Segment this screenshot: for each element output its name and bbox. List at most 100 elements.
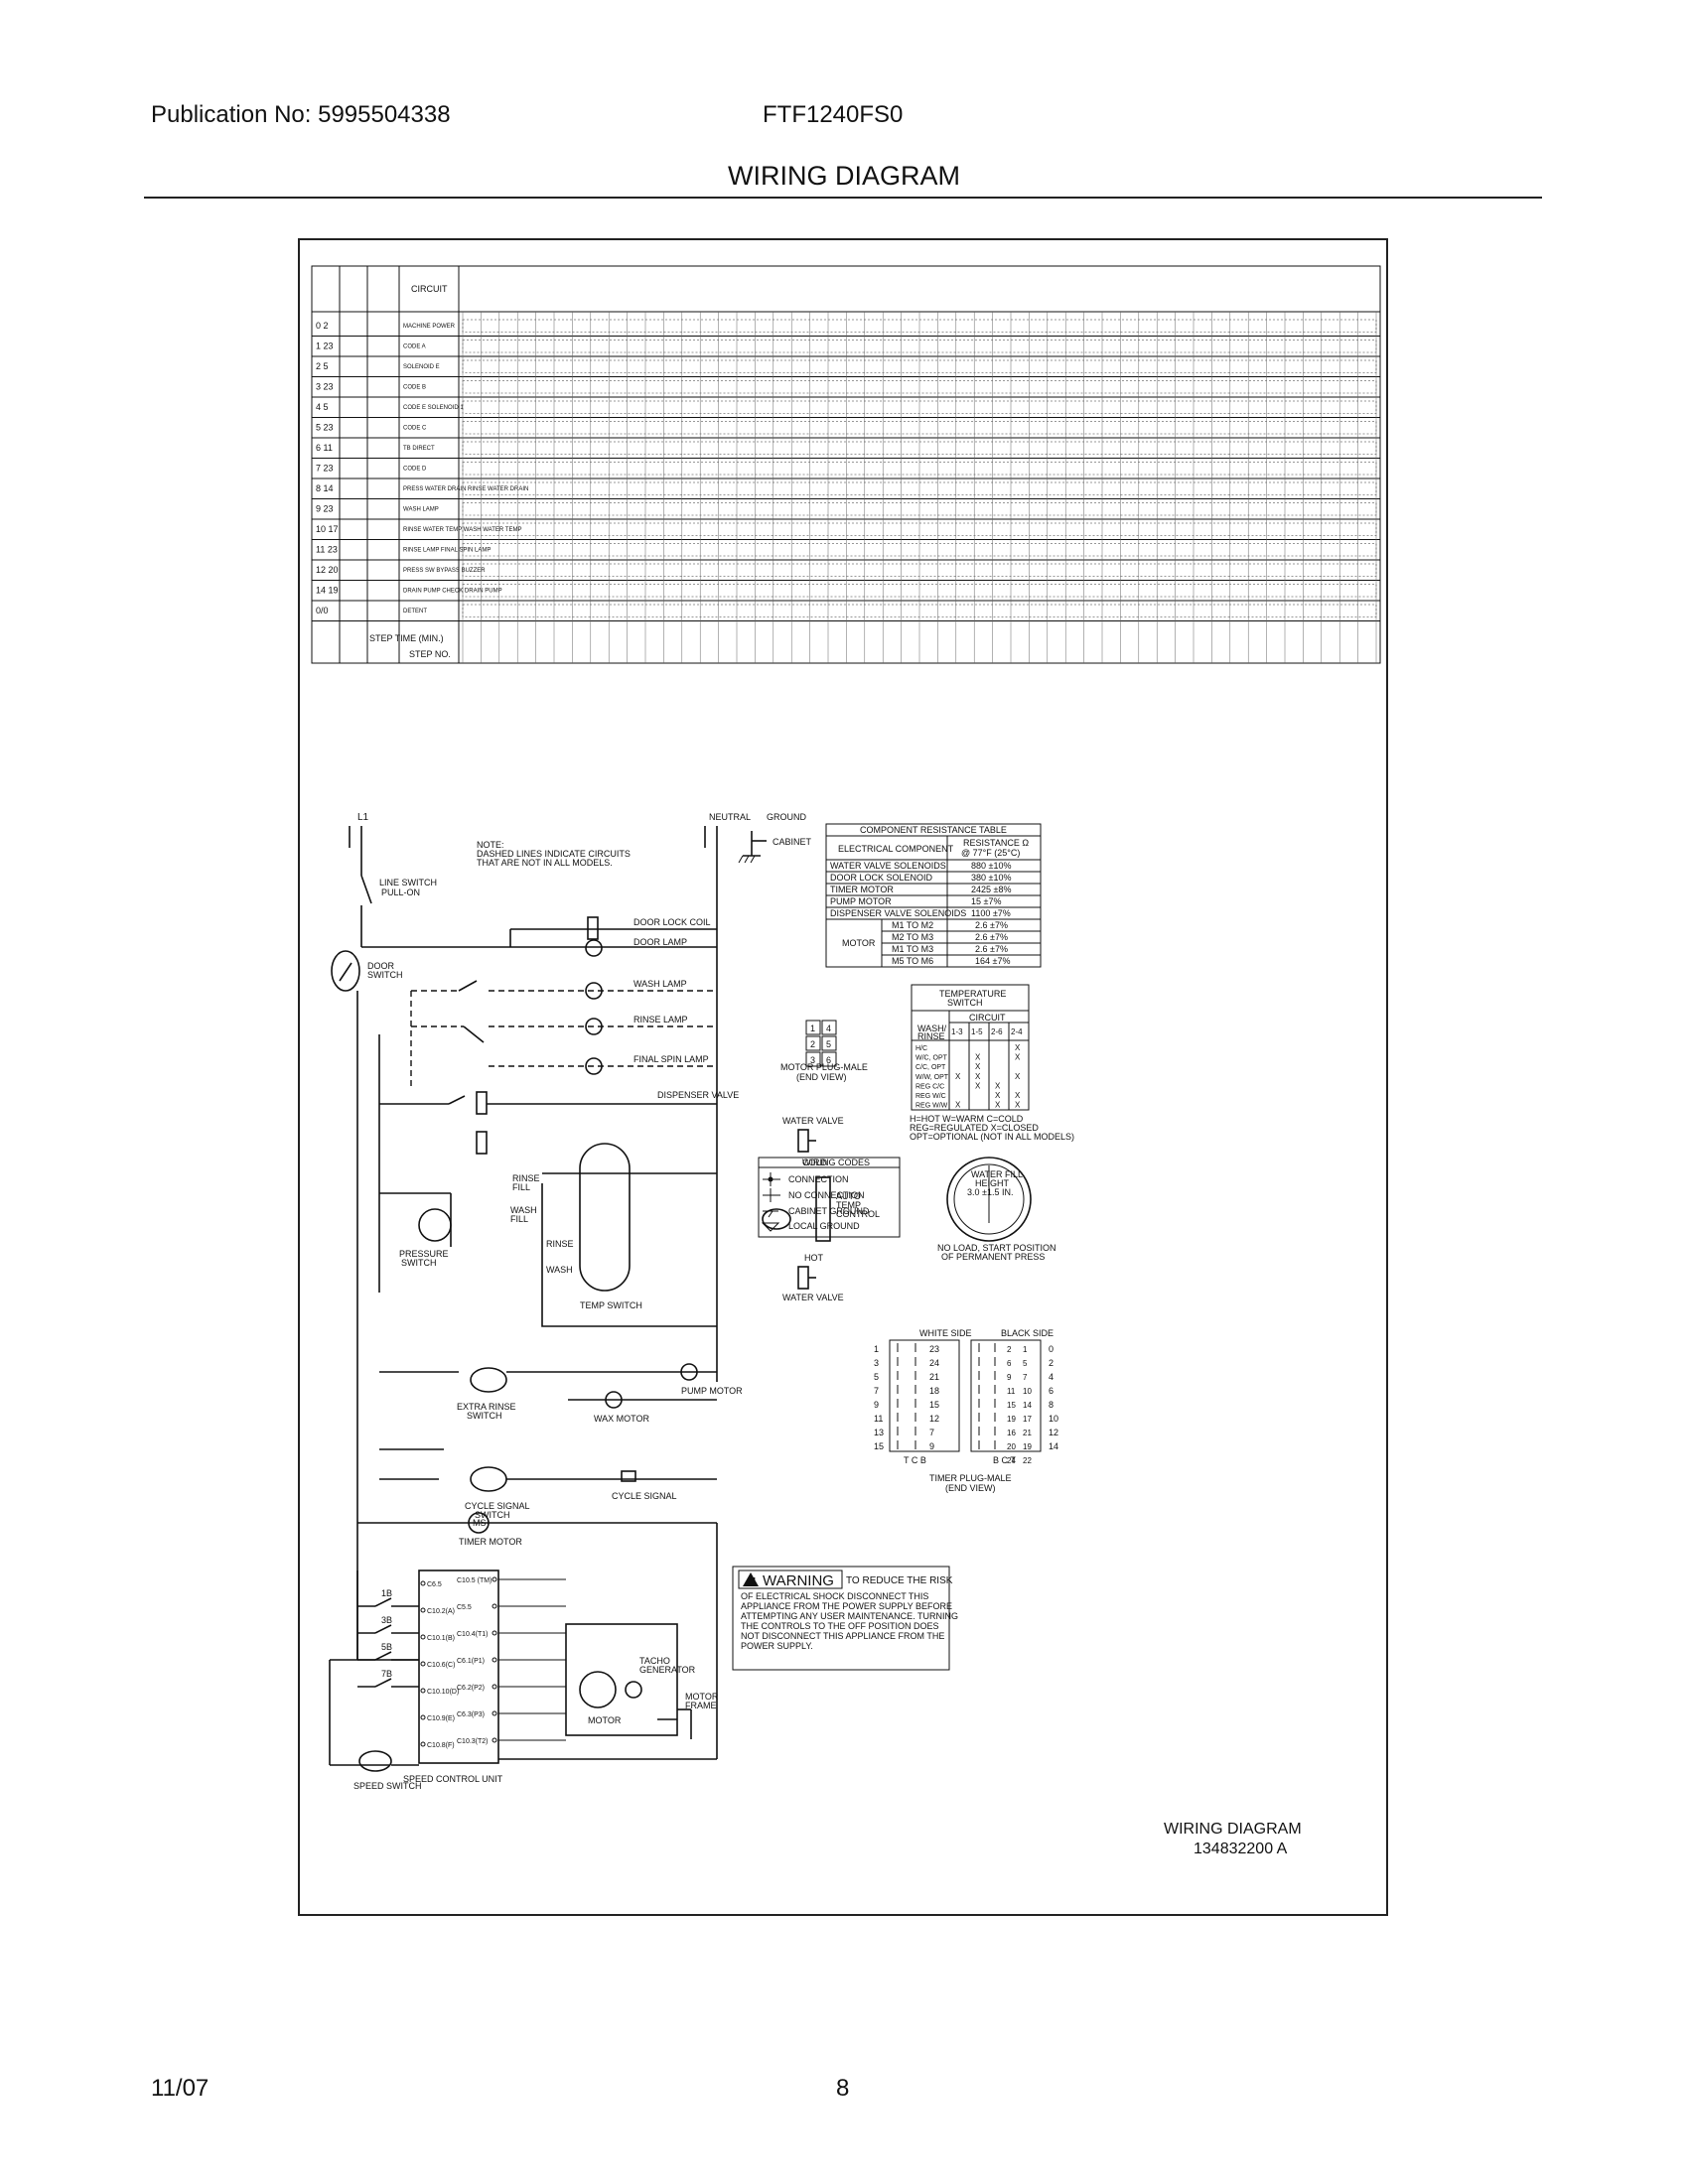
scu-right-pin: C10.4(T1) [457, 1631, 489, 1638]
timer-plug-black-pin: 1 [1023, 1345, 1028, 1354]
cabinet-label: CABINET [773, 837, 812, 847]
model-number: FTF1240FS0 [763, 101, 904, 128]
chart-row-number: 1 23 [316, 341, 334, 351]
chart-row-label: DETENT [403, 609, 427, 614]
speed-control-pins: C6.5C10.2(A)C10.1(B)C10.6(C)C10.10(D)C10… [357, 1576, 566, 1749]
white-side-label: WHITE SIDE [919, 1328, 972, 1338]
temp-row-mark: X [975, 1062, 981, 1071]
timer-plug-black-pin: 19 [1023, 1442, 1032, 1451]
timer-plug-white-pin: 7 [929, 1428, 934, 1437]
scu-right-pin: C6.2(P2) [457, 1685, 485, 1692]
pressure-switch-label: PRESSURE [399, 1249, 449, 1259]
resistance-motor-pair: M5 TO M6 [892, 956, 933, 966]
timer-plug-label: TIMER PLUG-MALE [929, 1473, 1012, 1483]
tacho-label: TACHO [639, 1656, 670, 1666]
motor-plug-pin: 6 [826, 1055, 831, 1065]
extra-rinse-label-2: SWITCH [467, 1411, 502, 1421]
timer-plug-black-pin: 6 [1007, 1359, 1012, 1368]
resistance-component: DOOR LOCK SOLENOID [830, 873, 933, 883]
water-fill-caption-1: NO LOAD, START POSITION [937, 1243, 1056, 1253]
resistance-motor-label: MOTOR [842, 938, 876, 948]
pressure-switch-label-2: SWITCH [401, 1258, 437, 1268]
motor-label: MOTOR [588, 1715, 622, 1725]
temp-legend-3: OPT=OPTIONAL (NOT IN ALL MODELS) [910, 1132, 1074, 1142]
temp-table-circuit: CIRCUIT [969, 1013, 1006, 1023]
temp-row-mark: X [1015, 1072, 1021, 1081]
cycle-signal-switch-label-2: SWITCH [475, 1510, 510, 1520]
timer-plug-white-pin: 21 [929, 1372, 939, 1382]
chart-row-label: CODE B [403, 385, 426, 391]
temp-row-mark: X [995, 1081, 1001, 1090]
chart-row-number: 0/0 [316, 606, 329, 615]
motor-frame-label: MOTOR [685, 1692, 719, 1702]
timer-plug-black-pin: 22 [1023, 1456, 1032, 1465]
warning-line-1: OF ELECTRICAL SHOCK DISCONNECT THIS [741, 1591, 928, 1601]
timer-plug-right-num: 4 [1049, 1372, 1054, 1382]
temp-row-mark: X [1015, 1053, 1021, 1062]
scu-right-pin: C5.5 [457, 1604, 472, 1611]
temp-legend-2: REG=REGULATED X=CLOSED [910, 1123, 1039, 1133]
water-valve-hot-label: WATER VALVE [782, 1293, 844, 1302]
rinse-fill-label-b: RINSE [546, 1239, 574, 1249]
note-line-1: NOTE: [477, 840, 504, 850]
temp-row-mark: X [975, 1053, 981, 1062]
temp-row-mark: X [995, 1091, 1001, 1100]
resistance-col-value: RESISTANCE Ω [963, 838, 1029, 848]
chart-row-label: CODE C [403, 426, 427, 432]
temp-row-mark: X [975, 1072, 981, 1081]
diagram-id-name: WIRING DIAGRAM [1164, 1821, 1302, 1838]
rinse-fill-label-2: FILL [512, 1182, 530, 1192]
svg-text:!: ! [753, 1576, 756, 1587]
tacho-label-2: GENERATOR [639, 1665, 696, 1675]
warning-lead: TO REDUCE THE RISK [846, 1575, 953, 1586]
warning-line-5: NOT DISCONNECT THIS APPLIANCE FROM THE [741, 1631, 944, 1641]
water-fill-gauge: WATER FILL HEIGHT 3.0 ±1.5 IN. NO LOAD, … [937, 1157, 1056, 1262]
warning-line-3: ATTEMPTING ANY USER MAINTENANCE. TURNING [741, 1611, 958, 1621]
contact-label: 3B [381, 1615, 392, 1625]
resistance-component: PUMP MOTOR [830, 896, 892, 906]
timer-plug-right-num: 6 [1049, 1386, 1054, 1396]
line-switch-label: LINE SWITCH [379, 878, 437, 887]
code-local-ground: LOCAL GROUND [788, 1221, 860, 1231]
scu-left-pin: C10.1(B) [427, 1635, 455, 1642]
motor-plug-pin: 5 [826, 1039, 831, 1049]
temp-row-mark: X [1015, 1101, 1021, 1110]
cycle-signal-label: CYCLE SIGNAL [612, 1491, 677, 1501]
l1-label: L1 [357, 812, 369, 823]
dispenser-valve-label: DISPENSER VALVE [657, 1090, 739, 1100]
timer-plug-black-pin: 20 [1007, 1442, 1016, 1451]
motor-frame-label-2: FRAME [685, 1701, 717, 1710]
cold-label: COLD [802, 1158, 828, 1167]
resistance-motor-value: 2.6 ±7% [975, 944, 1008, 954]
chart-row-label: SOLENOID E [403, 364, 440, 370]
timer-plug-white-pin: 18 [929, 1386, 939, 1396]
resistance-component: WATER VALVE SOLENOIDS [830, 861, 946, 871]
timer-plug-left-num: 11 [874, 1414, 883, 1424]
resistance-motor-value: 2.6 ±7% [975, 932, 1008, 942]
temp-row-label: REG W/C [915, 1093, 946, 1100]
timer-plug-white-pin: 15 [929, 1400, 939, 1410]
temp-row-mark: X [975, 1081, 981, 1090]
timer-plug-black-pin: 14 [1023, 1401, 1032, 1410]
cycle-signal-switch-label: CYCLE SIGNAL [465, 1501, 530, 1511]
timer-plug-black-pin: 5 [1023, 1359, 1028, 1368]
temp-table-title-2: SWITCH [947, 998, 983, 1008]
wash-fill-label-2: FILL [510, 1214, 528, 1224]
water-fill-label-3: 3.0 ±1.5 IN. [967, 1187, 1013, 1197]
resistance-col-component: ELECTRICAL COMPONENT [838, 844, 954, 854]
code-connection: CONNECTION [788, 1174, 849, 1184]
chart-row-label: RINSE LAMP FINAL SPIN LAMP [403, 548, 491, 554]
timer-plug-left-num: 3 [874, 1358, 879, 1368]
timer-plug-right-num: 8 [1049, 1400, 1054, 1410]
step-time-label: STEP TIME (MIN.) [369, 633, 444, 643]
temp-row-mark: X [955, 1101, 961, 1110]
temp-row-label: C/C, OPT [915, 1064, 946, 1071]
rinse-lamp-label: RINSE LAMP [633, 1015, 688, 1024]
temp-col-header: 1-5 [971, 1027, 983, 1036]
resistance-table-title: COMPONENT RESISTANCE TABLE [860, 825, 1007, 835]
